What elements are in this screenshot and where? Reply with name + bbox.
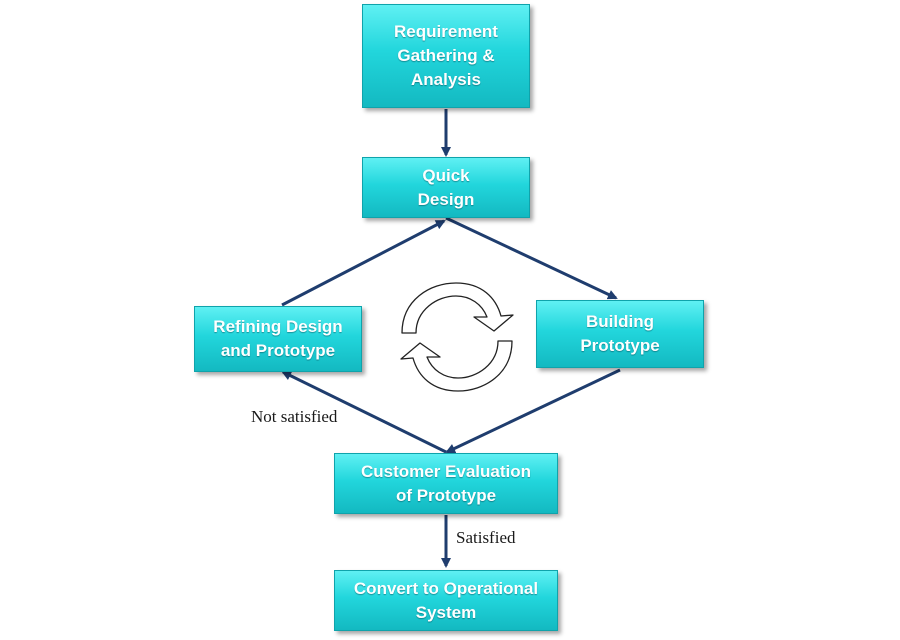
arrow-building-to-evaluation: [445, 368, 621, 454]
arrow-refining-to-quick-design: [281, 219, 446, 307]
not-satisfied-label: Not satisfied: [251, 407, 338, 426]
satisfied-label: Satisfied: [456, 528, 516, 547]
convert-operational-box: Convert to Operational System: [334, 570, 558, 631]
building-prototype-label: Building Prototype: [580, 312, 660, 355]
arrow-quick-design-to-building: [445, 216, 618, 300]
requirement-gathering-label: Requirement Gathering & Analysis: [394, 22, 498, 89]
building-prototype-box: Building Prototype: [536, 300, 704, 368]
customer-evaluation-label: Customer Evaluation of Prototype: [360, 461, 532, 505]
quick-design-label: Quick Design: [417, 165, 475, 209]
arrow-evaluation-to-refining: [281, 370, 447, 454]
quick-design-box: Quick Design: [362, 157, 530, 218]
refining-design-label: Refining Design and Prototype: [213, 317, 343, 360]
convert-operational-label: Convert to Operational System: [353, 578, 539, 622]
requirement-gathering-box: Requirement Gathering & Analysis: [362, 4, 530, 108]
refining-design-box: Refining Design and Prototype: [194, 306, 362, 372]
cycle-arrows-icon: [400, 282, 514, 392]
customer-evaluation-box: Customer Evaluation of Prototype: [334, 453, 558, 514]
